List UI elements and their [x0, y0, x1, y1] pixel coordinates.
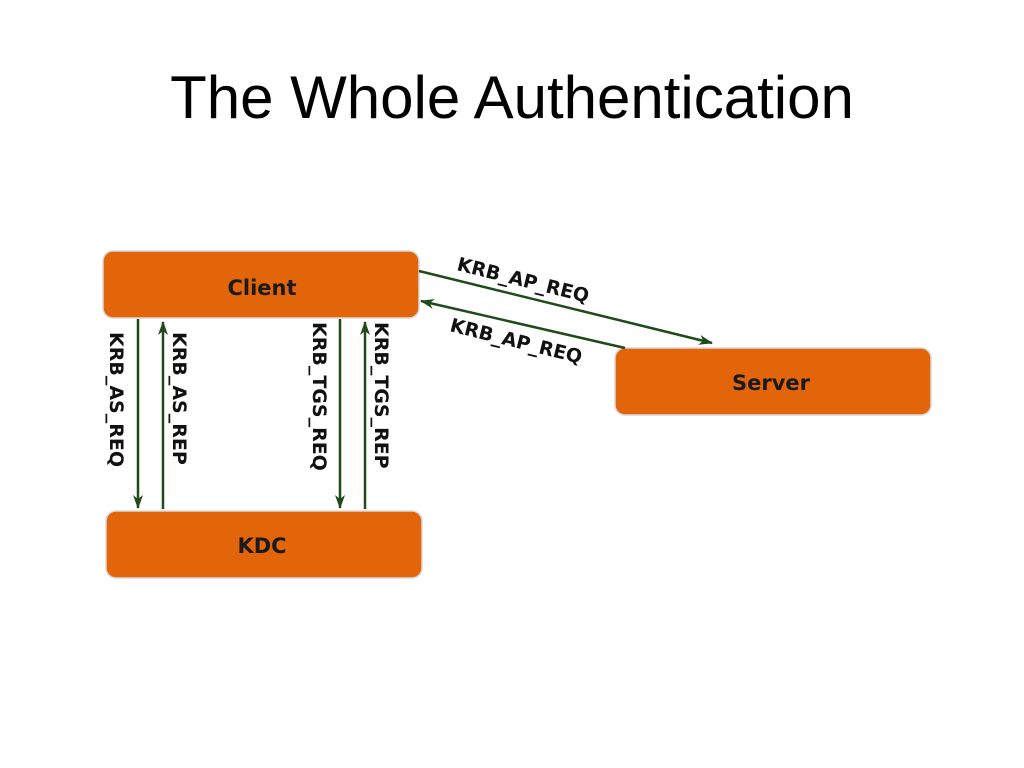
server-node: Server — [614, 347, 932, 416]
edge-label-tgs-req: KRB_TGS_REQ — [308, 322, 330, 471]
client-label: Client — [227, 276, 296, 300]
edge-label-as-rep: KRB_AS_REP — [168, 332, 190, 465]
kdc-label: KDC — [237, 534, 286, 558]
slide-title: The Whole Authentication — [170, 64, 854, 131]
arrow-ap-req-from-server — [420, 299, 626, 350]
edge-label-ap-req-to-server: KRB_AP_REQ — [455, 254, 592, 308]
edge-label-tgs-rep: KRB_TGS_REP — [370, 322, 392, 469]
client-node: Client — [102, 250, 420, 319]
edge-label-as-req: KRB_AS_REQ — [105, 332, 127, 467]
server-label: Server — [732, 371, 811, 395]
arrow-ap-req-to-server — [418, 269, 713, 345]
kdc-node: KDC — [105, 510, 423, 579]
